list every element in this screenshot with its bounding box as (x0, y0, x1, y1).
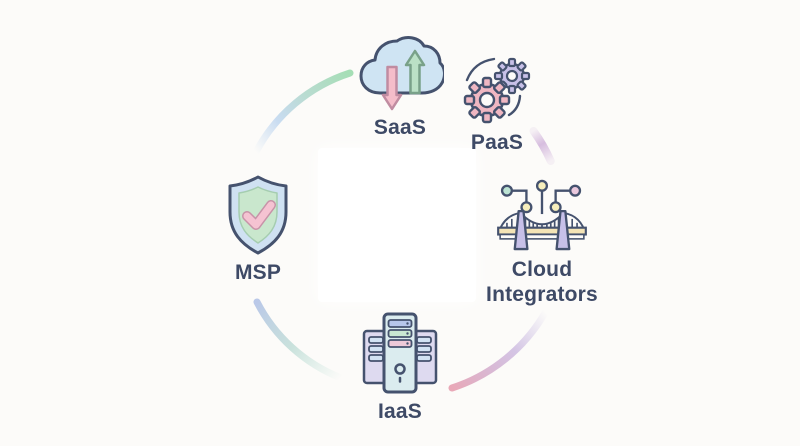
node-paas: PaaS (447, 54, 547, 156)
node-msp: MSP (208, 174, 308, 286)
bridge-icon (497, 179, 587, 251)
gears-icon (463, 57, 531, 124)
arc-msp-saas (252, 69, 354, 156)
arc-iaas-msp (253, 298, 345, 382)
center-panel (318, 148, 476, 302)
arc-integrators-iaas (448, 308, 549, 392)
node-label-cloud-integrators: Cloud Integrators (486, 258, 598, 306)
node-cloud-integrators: Cloud Integrators (477, 179, 607, 308)
node-label-msp: MSP (234, 261, 282, 284)
arc-paas-integrators (529, 127, 555, 165)
node-iaas: IaaS (340, 311, 460, 425)
node-label-saas: SaaS (373, 116, 427, 139)
node-label-iaas: IaaS (378, 400, 422, 423)
cloud-sync-icon (359, 36, 444, 111)
shield-check-icon (228, 175, 288, 255)
server-icon (362, 312, 438, 394)
node-saas: SaaS (339, 33, 461, 141)
node-label-paas: PaaS (470, 131, 524, 154)
